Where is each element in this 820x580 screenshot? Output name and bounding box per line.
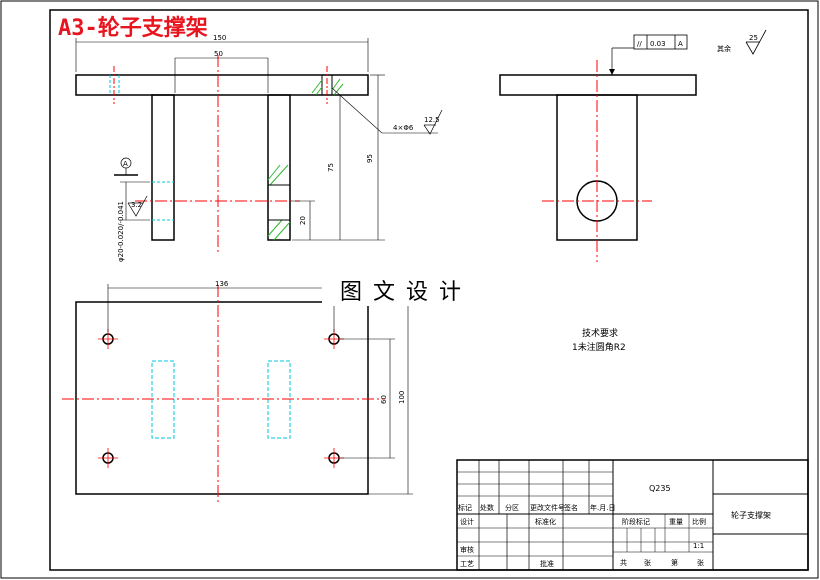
- tb-scale-value: 1:1: [693, 542, 704, 550]
- tb-sheet-no: 第: [671, 558, 678, 567]
- tb-h-sign: 签名: [564, 503, 578, 512]
- top-view: 136 60 100: [62, 280, 413, 505]
- tb-r-design: 设计: [460, 517, 474, 526]
- parallelism-value: 0.03: [650, 40, 666, 48]
- parallelism-frame: [633, 34, 688, 50]
- tb-h-doc: 更改文件号: [530, 503, 565, 512]
- dim-75-label: 75: [327, 163, 335, 172]
- dim-50-label: 50: [214, 50, 223, 58]
- title-block: [456, 459, 809, 571]
- tb-stage-mark: 阶段标记: [622, 517, 650, 526]
- tb-scale: 比例: [692, 517, 706, 526]
- tb-r-std: 标准化: [535, 517, 556, 526]
- front-left-leg: [151, 94, 175, 241]
- parallelism-datum: A: [678, 40, 683, 48]
- dim-95-label: 95: [366, 154, 374, 163]
- tb-unit1: 张: [644, 558, 651, 567]
- tb-r-approve: 批准: [540, 559, 554, 568]
- tb-h-mark: 标记: [458, 503, 472, 512]
- top-plate-outline: [75, 301, 369, 495]
- sheet-title: A3-轮子支撑架: [58, 15, 208, 41]
- hole-callout-leader: [331, 87, 383, 134]
- front-hatch-leg-right: [267, 164, 291, 241]
- roughness-bore-value: 3.2: [131, 201, 142, 209]
- sheet-inner-border: [49, 9, 809, 571]
- dim-100-label: 100: [398, 391, 406, 404]
- tb-total: 共: [620, 558, 627, 567]
- watermark-text: 图 文 设 计: [340, 280, 463, 305]
- roughness-symbol-hole: [423, 109, 443, 135]
- dim-20-label: 20: [299, 216, 307, 225]
- tb-unit2: 张: [697, 558, 704, 567]
- tb-part-name: 轮子支撑架: [731, 510, 771, 520]
- dim-60-label: 60: [380, 395, 388, 404]
- tb-h-date: 年.月.日: [590, 503, 615, 512]
- side-top-plate: [499, 74, 697, 96]
- roughness-symbol-bore: [127, 195, 148, 217]
- front-view: 150 50 75 95 20 4×Φ6 12.5 A: [75, 34, 443, 262]
- side-view: // 0.03 A 其余 25: [499, 29, 767, 262]
- hole-callout-label: 4×Φ6: [393, 124, 414, 132]
- parallelism-symbol: //: [637, 40, 642, 48]
- dim-136-label: 136: [215, 280, 229, 288]
- front-top-plate: [75, 74, 369, 96]
- tolerance-fit-label: φ20-0.020/-0.041: [117, 201, 125, 262]
- roughness-hole-value: 12.5: [424, 116, 440, 124]
- tb-weight: 重量: [669, 518, 683, 526]
- tb-r-process: 工艺: [460, 560, 474, 568]
- general-roughness-value: 25: [749, 34, 758, 42]
- front-hatch-top-right: [311, 78, 344, 96]
- datum-letter: A: [123, 160, 128, 168]
- tb-material: Q235: [649, 484, 671, 493]
- general-roughness-label: 其余: [717, 44, 731, 53]
- front-right-leg: [267, 94, 291, 241]
- tb-r-check: 审核: [460, 545, 474, 554]
- tb-h-count: 处数: [480, 503, 494, 512]
- notes-heading: 技术要求: [582, 327, 618, 339]
- notes-line1: 1未注圆角R2: [572, 341, 626, 353]
- title-block-text: Q235 轮子支撑架 标记 处数 分区 更改文件号 签名 年.月.日 设计 标准…: [458, 484, 771, 568]
- general-roughness-symbol: [745, 29, 767, 55]
- watermark-bg: [322, 270, 488, 306]
- tb-h-zone: 分区: [505, 503, 519, 512]
- dim-150-label: 150: [213, 34, 226, 42]
